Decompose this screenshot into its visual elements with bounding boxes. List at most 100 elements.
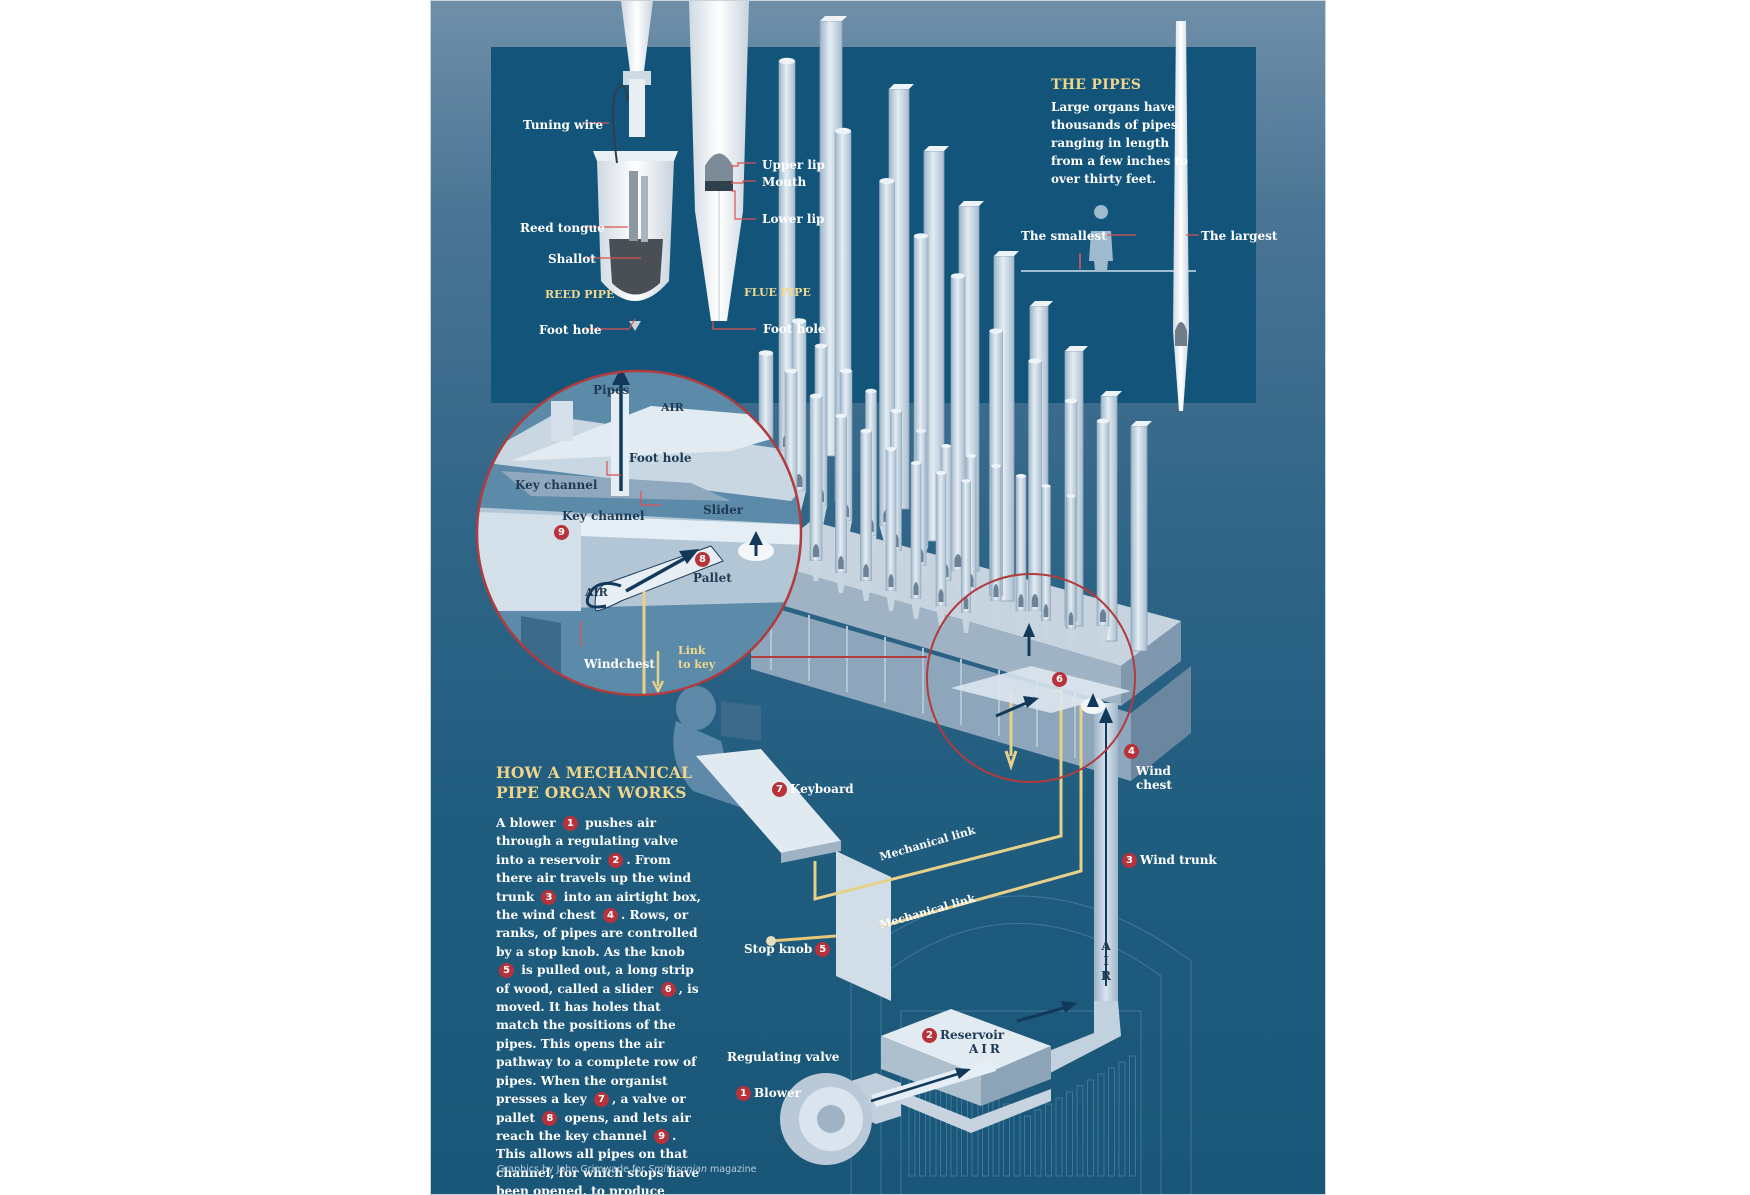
detail-key-channel-label: Key channel (562, 509, 645, 523)
organ-pipe (860, 428, 872, 601)
wind-trunk-text: Wind trunk (1140, 853, 1217, 867)
shallot-label: Shallot (548, 252, 596, 266)
credit-magazine: Smithsonian (648, 1164, 707, 1175)
mouth-label: Mouth (762, 175, 807, 189)
ghost-pipe (1013, 1109, 1021, 1177)
flue-pipe-title: FLUE PIPE (744, 286, 811, 299)
infographic-poster: Tuning wire Reed tongue Shallot REED PIP… (430, 0, 1326, 1195)
reservoir-text: Reservoir (940, 1028, 1005, 1042)
ghost-pipe (1108, 1067, 1115, 1177)
organ-pipe (1130, 421, 1152, 652)
largest-pipe-label: The largest (1201, 229, 1278, 243)
organ-pipe (923, 146, 949, 542)
upper-lip-label: Upper lip (762, 158, 825, 172)
organ-pipe (990, 464, 1002, 621)
detail-windchest-label: Windchest (584, 657, 655, 671)
tuning-wire-label: Tuning wire (523, 118, 603, 132)
pipes-description: Large organs have thousands of pipes ran… (1051, 100, 1189, 186)
detail-air-top-label: AIR (661, 401, 684, 414)
ghost-pipe (1129, 1055, 1136, 1177)
detail-pallet-label: Pallet (693, 571, 732, 585)
organ-pipe (1028, 358, 1042, 631)
blower-text: Blower (754, 1086, 801, 1100)
reed-pipe-title: REED PIPE (545, 288, 615, 301)
graphics-credit: Graphics by John Grimwade for Smithsonia… (497, 1164, 756, 1175)
organ-diagram (475, 1, 1256, 1194)
credit-suffix: magazine (707, 1164, 757, 1175)
lower-lip-label: Lower lip (762, 212, 825, 226)
stop-knob-text: Stop knob (744, 942, 813, 956)
ghost-pipe (1076, 1085, 1084, 1177)
ghost-pipe (1055, 1097, 1063, 1177)
how-text-7: , is moved. It has holes that match the … (496, 981, 699, 1107)
wind-trunk-number: 3 (1122, 853, 1137, 868)
how-text-6: is pulled out, a long strip of wood, cal… (496, 963, 694, 996)
regulating-valve-label: Regulating valve (727, 1050, 840, 1064)
detail-key-channel-marker: 9 (551, 525, 572, 540)
blower-unit (780, 1059, 996, 1165)
ghost-pipe (1045, 1103, 1052, 1177)
reservoir (881, 1009, 1051, 1133)
detail-foot-hole-label: Foot hole (629, 451, 692, 465)
stop-knob-number: 5 (815, 942, 831, 957)
detail-pipes-label: Pipes (593, 383, 630, 397)
how-text-9: opens, and lets air reach the key channe… (496, 1110, 691, 1143)
flue-foot-hole-label: Foot hole (763, 322, 826, 336)
smallest-pipe-label: The smallest (1021, 229, 1107, 243)
ghost-pipe (1118, 1061, 1126, 1177)
wind-chest-line2: chest (1136, 778, 1172, 792)
how-num-4: 4 (603, 908, 619, 924)
how-text-10: . This allows all pipes on that channel,… (496, 1128, 700, 1195)
organ-pipe (1096, 418, 1110, 646)
how-num-2: 2 (608, 852, 624, 868)
ghost-pipe (1087, 1079, 1094, 1177)
how-num-7: 7 (593, 1092, 609, 1108)
leader-lines (583, 122, 1199, 330)
reed-foot-hole-label: Foot hole (539, 323, 602, 337)
organ-pipe (935, 471, 947, 626)
slider-marker: 6 (1049, 672, 1070, 687)
reservoir-number: 2 (922, 1028, 937, 1043)
keyboard-text: Keyboard (790, 782, 854, 796)
how-text-1: A blower (496, 816, 560, 830)
key-channel-number: 9 (554, 525, 569, 540)
organ-pipe (1041, 484, 1051, 641)
scale-figure (1021, 21, 1196, 411)
how-text-5: . Rows, or ranks, of pipes are controlle… (496, 908, 698, 959)
how-text-4: into an airtight box, the wind chest (496, 889, 701, 923)
organ-pipe (809, 393, 823, 581)
ghost-pipe (1003, 1103, 1010, 1177)
organ-pipe (1015, 474, 1027, 631)
pallet-number: 8 (695, 552, 710, 567)
air-vertical-label: AIR (1101, 939, 1111, 983)
organ-pipe (961, 479, 971, 633)
blower-number: 1 (736, 1086, 751, 1101)
how-num-3: 3 (541, 889, 557, 905)
organ-pipe (1066, 494, 1076, 649)
how-text-3: . From there air travels up the wind tru… (496, 852, 691, 904)
how-it-works-title: HOW A MECHANICAL PIPE ORGAN WORKS (496, 763, 693, 802)
ghost-pipe (1034, 1109, 1042, 1177)
how-text-8: , a valve or pallet (496, 1092, 686, 1125)
how-num-1: 1 (562, 816, 578, 831)
air-horizontal-label: AIR (969, 1042, 1003, 1056)
slider-number: 6 (1052, 672, 1067, 687)
how-text-2: pushes air through a regulating valve in… (496, 816, 679, 867)
keyboard-number: 7 (772, 782, 787, 797)
link-to-key-line2: to key (678, 658, 716, 671)
pallet-zoom-circle (475, 369, 803, 697)
wind-chest-marker: 4 (1121, 744, 1142, 759)
link-to-key-line1: Link (678, 644, 706, 657)
ghost-pipe (1097, 1073, 1105, 1177)
detail-pallet-marker: 8 (692, 552, 713, 567)
detail-air-side-label: AIR (585, 586, 608, 599)
how-num-9: 9 (654, 1128, 670, 1144)
pipes-title: THE PIPES (1051, 77, 1142, 93)
slider-zoom-circle (751, 573, 1136, 783)
reed-tongue-label: Reed tongue (520, 221, 605, 235)
